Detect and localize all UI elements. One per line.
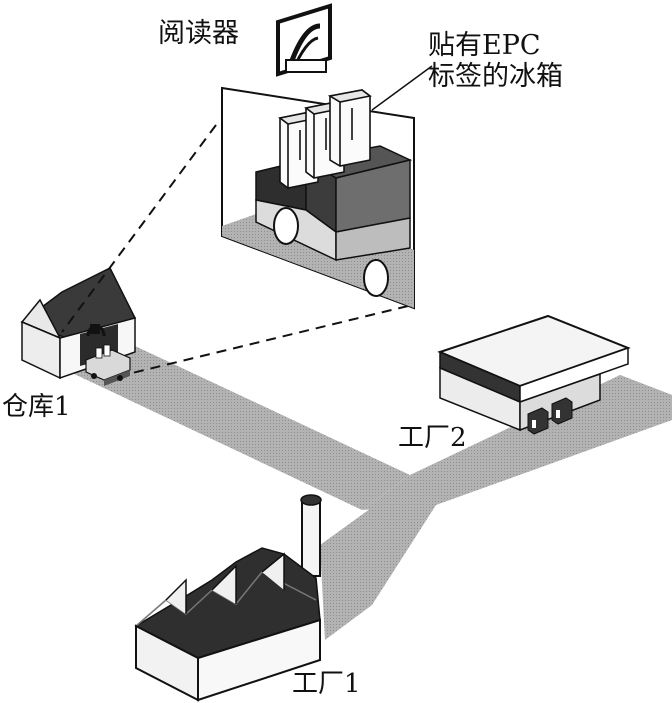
zoom-lines [61, 124, 409, 375]
refrigerator-icon [327, 89, 372, 167]
truck-icon [85, 344, 131, 386]
wheel-icon [273, 207, 299, 245]
factory1-label: 工厂1 [292, 669, 361, 699]
wheel-icon [363, 259, 389, 297]
road-segment-warehouse [70, 338, 410, 510]
factory2-icon [437, 314, 631, 435]
factory2-label: 工厂2 [398, 423, 467, 453]
road-segment-factory2 [520, 375, 672, 450]
rfid-reader-icon [276, 3, 332, 77]
fridge-label-line2: 标签的冰箱 [428, 61, 563, 93]
zoom-panel [221, 3, 433, 310]
road-network [70, 338, 672, 640]
warehouse-label: 仓库1 [2, 392, 71, 422]
road-segment-south [320, 493, 436, 640]
factory1-icon [134, 494, 322, 702]
fridge-label: 贴有EPC 标签的冰箱 [428, 30, 563, 92]
reader-label: 阅读器 [158, 18, 239, 49]
fridge-leader-line [371, 65, 433, 111]
chimney-icon [300, 494, 322, 577]
fridge-label-line1: 贴有EPC [428, 30, 541, 61]
